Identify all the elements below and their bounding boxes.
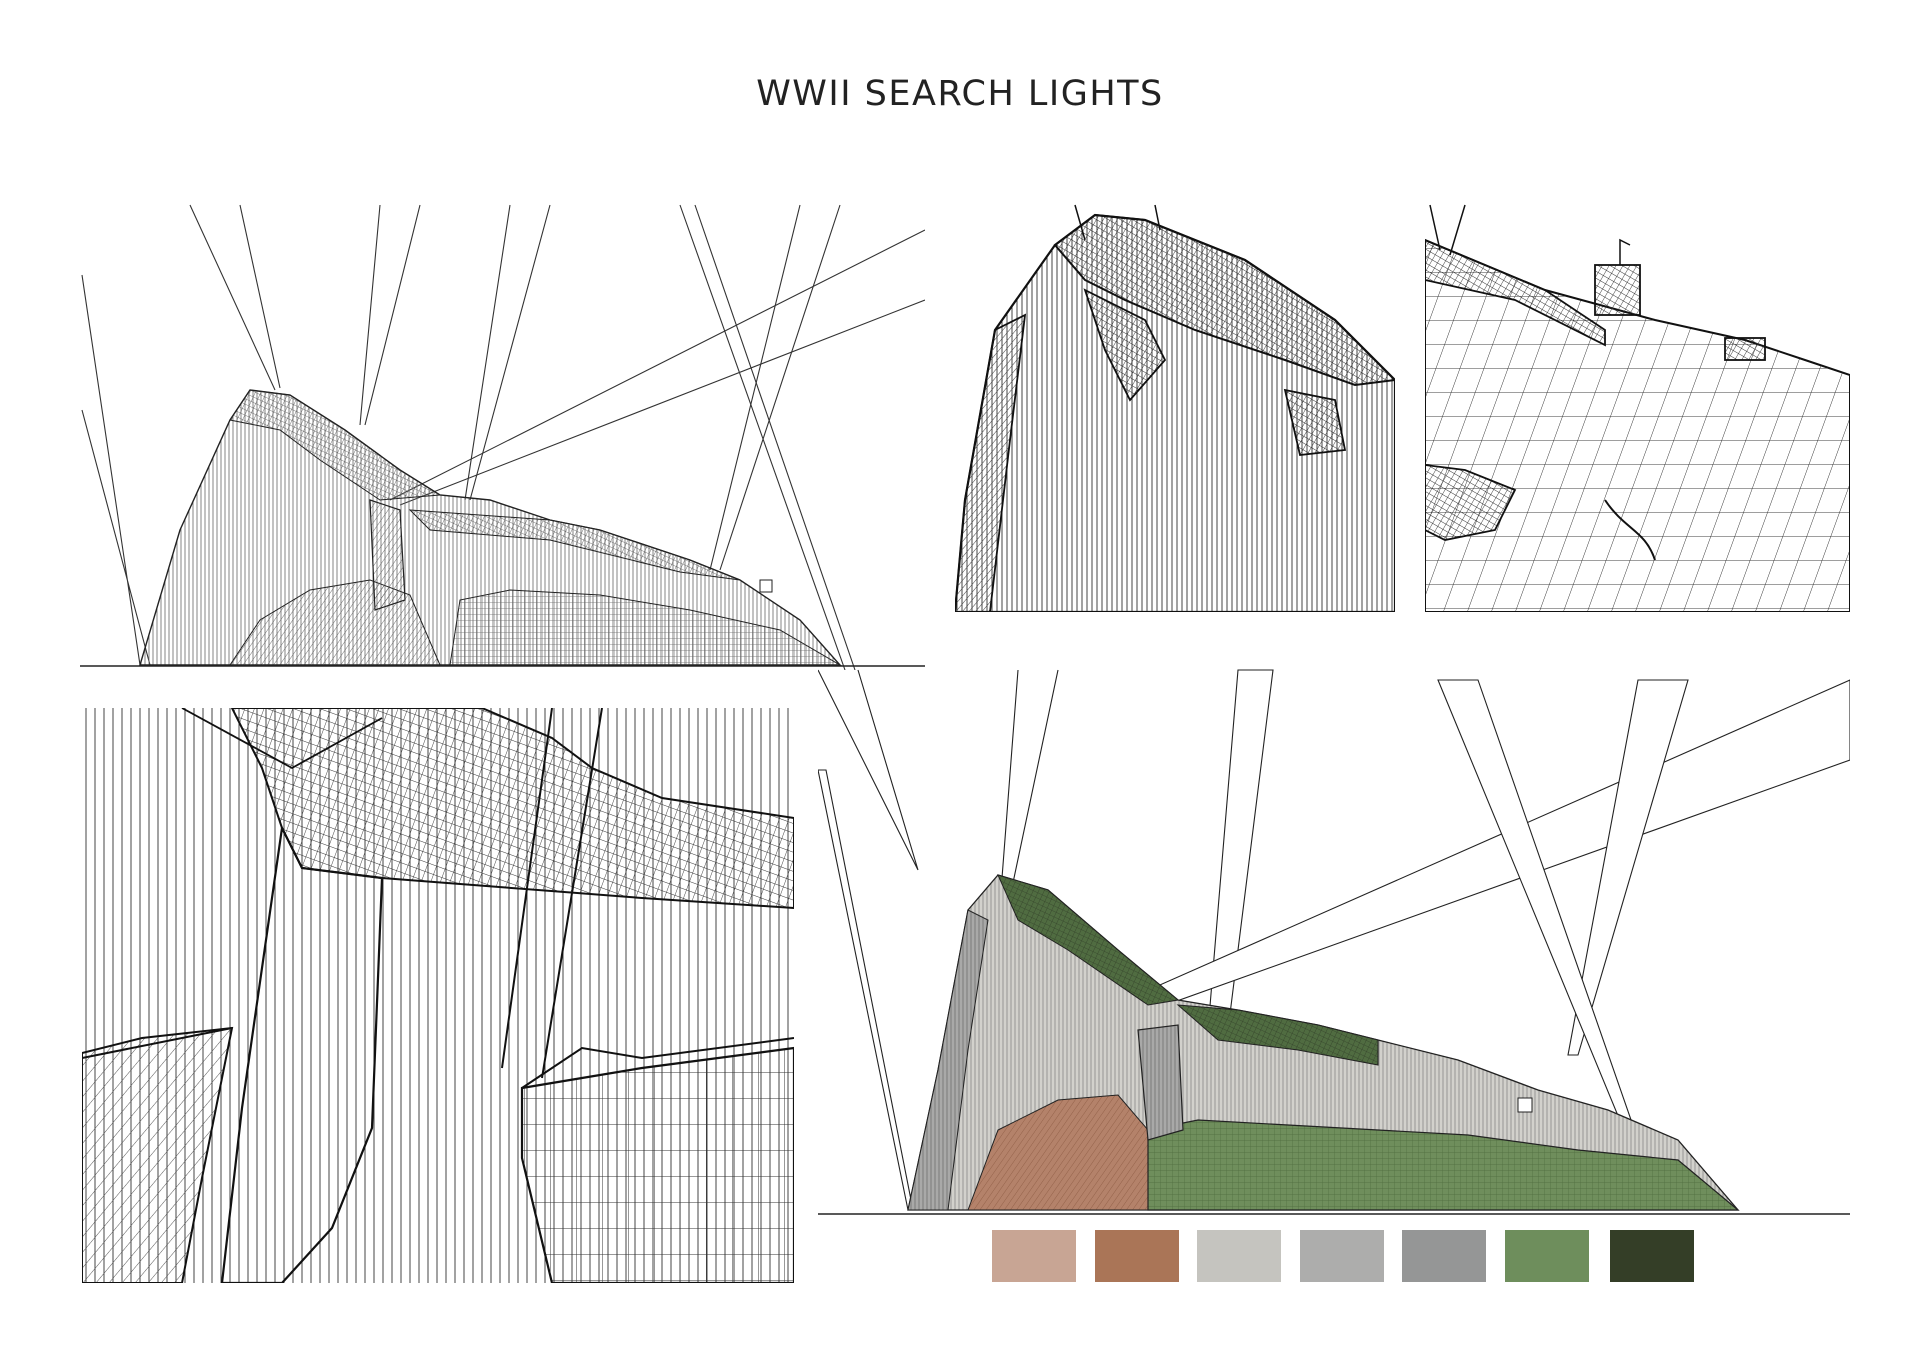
page-title: WWII SEARCH LIGHTS xyxy=(756,74,1164,114)
rock-mass-colored xyxy=(907,874,1740,1211)
palette-swatch xyxy=(1300,1230,1384,1282)
palette-swatch xyxy=(992,1230,1076,1282)
searchlight-beams xyxy=(81,204,925,670)
palette-swatch xyxy=(1505,1230,1589,1282)
color-palette xyxy=(992,1230,1694,1282)
palette-swatch xyxy=(1095,1230,1179,1282)
signal-station-detail xyxy=(1425,204,1850,612)
cliff-face-detail xyxy=(82,708,794,1283)
palette-swatch xyxy=(1402,1230,1486,1282)
rock-mass xyxy=(139,389,842,666)
palette-swatch xyxy=(1610,1230,1694,1282)
rock-overview-colored xyxy=(818,669,1850,1215)
palette-swatch xyxy=(1197,1230,1281,1282)
rock-overview-linework xyxy=(80,204,925,670)
summit-detail xyxy=(955,204,1395,612)
signal-station-icon xyxy=(1594,264,1641,316)
